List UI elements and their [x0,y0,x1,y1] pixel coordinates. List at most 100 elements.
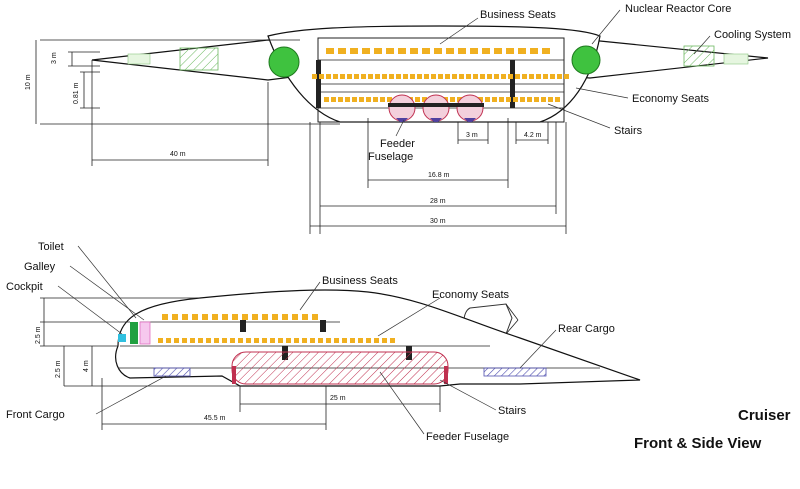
feeder-fuselage-section [388,94,484,122]
seat-icon [515,74,520,79]
right-cooling-housing [683,45,715,67]
dim-body-width: 28 m [430,198,446,205]
seat-icon [262,314,268,320]
seat-icon [326,74,331,79]
cockpit-block [118,334,126,342]
seat-icon [445,74,450,79]
seat-icon [302,338,307,343]
seat-icon [334,338,339,343]
seat-icon [506,48,514,54]
economy-seats-upper [312,74,569,79]
feeder-front-cap [232,366,236,384]
seat-icon [374,48,382,54]
seat-icon [166,338,171,343]
seat-icon [466,74,471,79]
seat-icon [527,97,532,102]
label-cockpit: Cockpit [6,281,43,293]
seat-icon [458,48,466,54]
seat-icon [522,74,527,79]
front-cargo-bay [153,367,191,377]
dim-side-lower-deck: 2.5 m [55,360,62,378]
seat-icon [278,338,283,343]
seat-icon [518,48,526,54]
label-business-seats-side: Business Seats [322,275,398,287]
dim-total-width: 30 m [430,218,446,225]
seat-icon [470,48,478,54]
seat-icon [529,74,534,79]
label-business-seats-front: Business Seats [480,9,556,21]
left-cooling-fin [127,53,151,65]
seat-icon [508,74,513,79]
label-front-cargo: Front Cargo [6,409,65,421]
seat-icon [424,74,429,79]
seat-icon [230,338,235,343]
seat-icon [374,338,379,343]
dim-cabin-width: 16.8 m [428,172,450,179]
front-dimensions [35,39,567,234]
seat-icon [262,338,267,343]
label-feeder-fuselage-side: Feeder Fuselage [426,431,509,443]
seat-icon [459,74,464,79]
label-feeder-line2: Fuselage [368,151,413,163]
seat-icon [390,338,395,343]
side-view: 2.5 m 2.5 m 4 m 25 m 45.5 m Toilet Galle… [6,241,641,443]
seat-icon [520,97,525,102]
dim-stair-width: 4.2 m [524,132,542,139]
seat-icon [434,48,442,54]
seat-icon [174,338,179,343]
side-leaders [57,245,557,435]
label-cooling-system: Cooling System [714,29,791,41]
seat-icon [294,338,299,343]
seat-icon [382,74,387,79]
seat-icon [415,97,420,102]
seat-icon [386,48,394,54]
seat-icon [340,74,345,79]
dim-feeder-length: 25 m [330,395,346,402]
seat-icon [246,338,251,343]
seat-icon [326,48,334,54]
seat-icon [312,314,318,320]
seat-icon [410,48,418,54]
seat-icon [182,338,187,343]
seat-icon [222,314,228,320]
seat-icon [485,97,490,102]
seat-icon [366,338,371,343]
seat-icon [494,48,502,54]
seat-icon [162,314,168,320]
seat-icon [333,74,338,79]
seat-icon [387,97,392,102]
label-economy-seats-front: Economy Seats [632,93,710,105]
front-view: 3 m 10 m 0.81 m 40 m 3 m 4.2 m 16.8 m 28… [25,3,791,234]
seat-icon [206,338,211,343]
seat-icon [398,48,406,54]
seat-icon [350,338,355,343]
seat-icon [506,97,511,102]
seat-icon [534,97,539,102]
seat-icon [282,314,288,320]
seat-icon [422,97,427,102]
seat-icon [324,97,329,102]
title-line2: Front & Side View [634,435,762,452]
seat-icon [302,314,308,320]
seat-icon [555,97,560,102]
seat-icon [202,314,208,320]
seat-icon [417,74,422,79]
seat-icon [361,74,366,79]
seat-icon [530,48,538,54]
seat-icon [338,48,346,54]
seat-icon [492,97,497,102]
left-stair-well [316,60,321,108]
seat-icon [473,74,478,79]
seat-icon [452,74,457,79]
feeder-rear-cap [444,366,448,384]
seat-icon [543,74,548,79]
seat-icon [410,74,415,79]
seat-icon [366,97,371,102]
seat-icon [380,97,385,102]
seat-icon [368,74,373,79]
label-rear-cargo: Rear Cargo [558,323,615,335]
title-line1: Cruiser [738,407,791,424]
seat-icon [494,74,499,79]
side-stair-1 [240,320,246,332]
